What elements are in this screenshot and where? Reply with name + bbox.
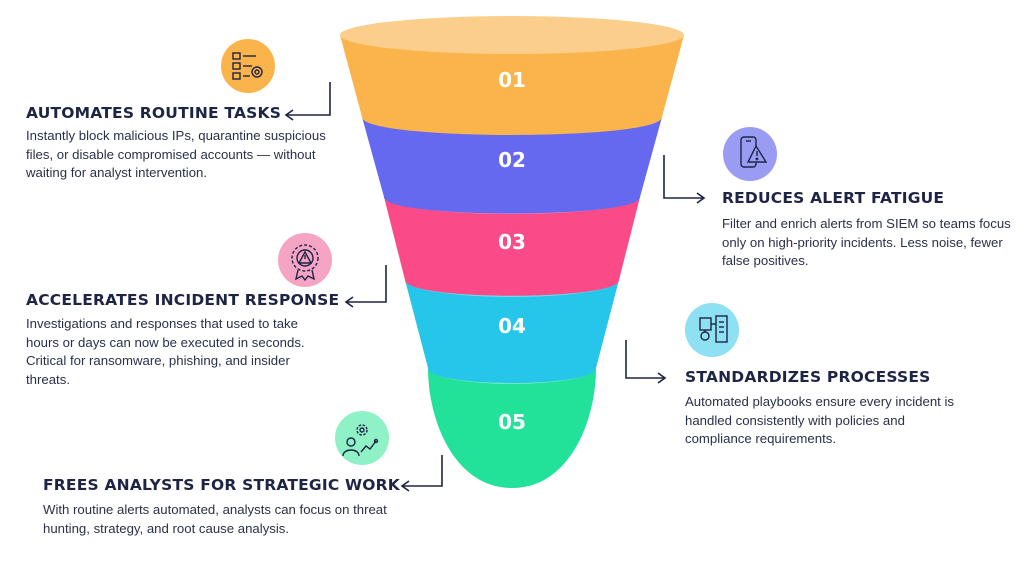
item-4-title: STANDARDIZES PROCESSES (685, 368, 931, 386)
alert-badge-icon (278, 233, 332, 287)
item-5-title: FREES ANALYSTS FOR STRATEGIC WORK (43, 476, 401, 494)
connector-arrow-1 (284, 82, 331, 121)
item-2-description: Filter and enrich alerts from SIEM so te… (722, 216, 1011, 268)
item-2-title: REDUCES ALERT FATIGUE (722, 189, 945, 207)
funnel-stage-03-number: 03 (498, 230, 526, 254)
item-1-description: Instantly block malicious IPs, quarantin… (26, 128, 326, 180)
funnel-stage-01-number: 01 (498, 68, 526, 92)
connector-arrow-5 (400, 455, 443, 492)
task-checklist-icon (221, 39, 275, 93)
connector-arrow-4 (625, 340, 667, 384)
connector-arrow-2 (663, 155, 706, 204)
analyst-strategy-icon (335, 411, 389, 465)
phone-alert-icon (723, 127, 777, 181)
item-5-description: With routine alerts automated, analysts … (43, 502, 387, 536)
funnel-stage-04-number: 04 (498, 314, 526, 338)
funnel-stage-02-number: 02 (498, 148, 526, 172)
funnel-stage-01: 01 (340, 16, 684, 135)
process-document-icon (685, 303, 739, 357)
item-3-title: ACCELERATES INCIDENT RESPONSE (26, 291, 340, 309)
item-1-title: AUTOMATES ROUTINE TASKS (26, 104, 282, 122)
item-3-description: Investigations and responses that used t… (26, 316, 305, 387)
connector-arrow-3 (344, 265, 387, 308)
item-4-description: Automated playbooks ensure every inciden… (685, 394, 955, 446)
funnel-stage-05-number: 05 (498, 410, 526, 434)
